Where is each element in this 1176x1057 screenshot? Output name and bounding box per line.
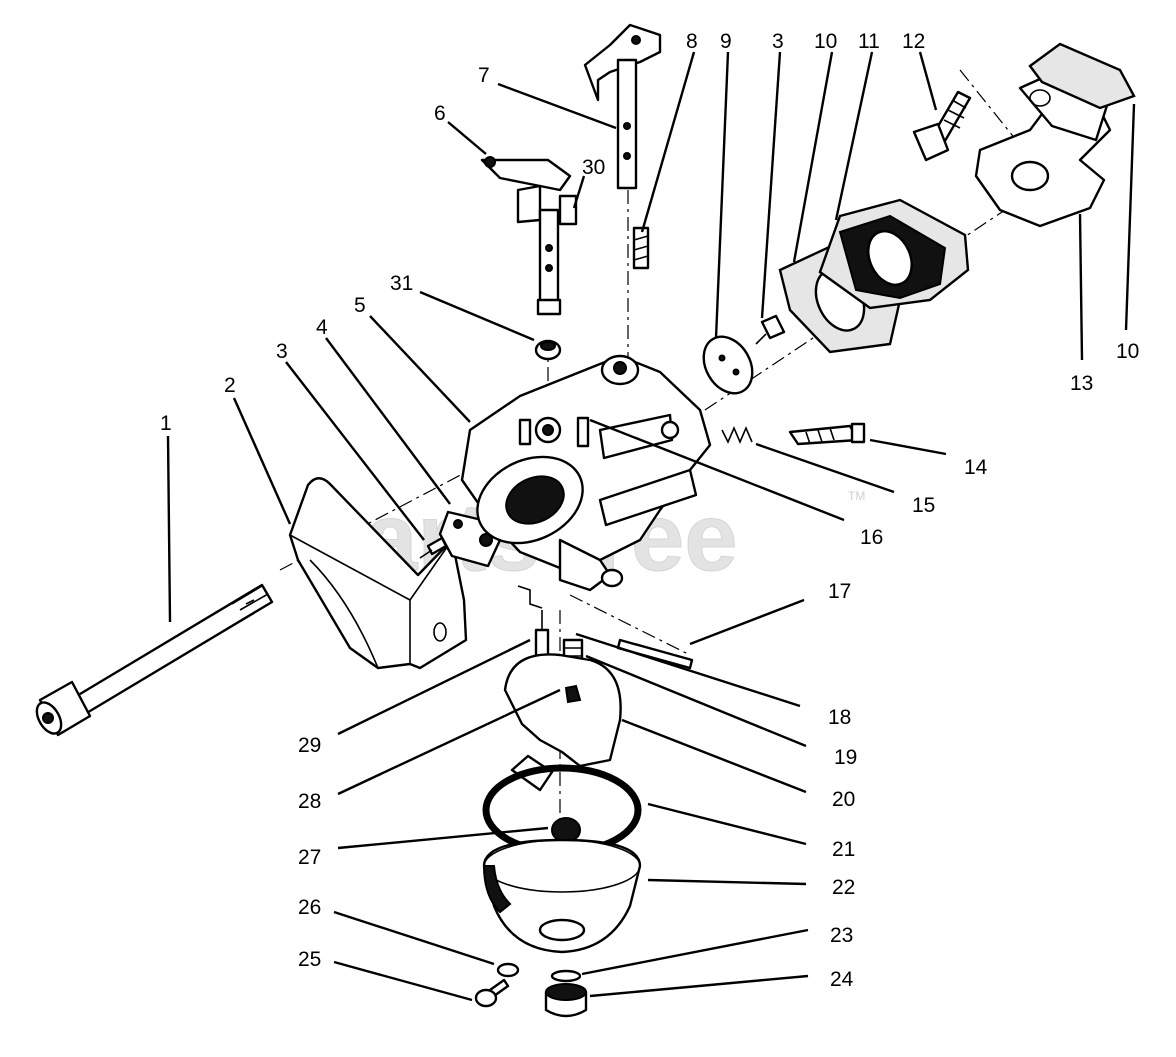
callout-22: 22 (832, 876, 855, 899)
part-6-choke-lever (480, 156, 572, 316)
part-15-spring (721, 425, 753, 445)
callout-13: 13 (1070, 372, 1093, 395)
part-31-bushing (534, 339, 562, 361)
part-14-idle-needle (788, 422, 866, 446)
callout-8: 8 (686, 30, 698, 53)
callout-12: 12 (902, 30, 925, 53)
part-25-screw (474, 978, 510, 1008)
callout-3-left: 3 (276, 340, 288, 363)
callout-30: 30 (582, 156, 605, 179)
part-2-bracket (288, 477, 468, 670)
part-3-screw-left (419, 536, 448, 559)
part-27-hinge (551, 817, 581, 843)
part-7-throttle-shaft (583, 23, 662, 190)
part-18-clip (517, 585, 543, 609)
part-24-bowl-nut (544, 983, 588, 1018)
part-10-gasket-right (1028, 42, 1136, 110)
callout-1: 1 (160, 412, 172, 435)
callout-4: 4 (316, 316, 328, 339)
callout-27: 27 (298, 846, 321, 869)
part-17-float-pin (616, 638, 694, 670)
callout-23: 23 (830, 924, 853, 947)
callout-20: 20 (832, 788, 855, 811)
callout-14: 14 (964, 456, 988, 479)
part-11-spacer (818, 198, 970, 310)
callout-7: 7 (478, 64, 490, 87)
part-22-float-bowl (482, 838, 642, 954)
part-5-carburetor-body (460, 354, 712, 592)
part-12-bolt (912, 90, 972, 162)
callout-15: 15 (912, 494, 935, 517)
callout-26: 26 (298, 896, 321, 919)
callout-25: 25 (298, 948, 321, 971)
callout-18: 18 (828, 706, 851, 729)
callout-9: 9 (720, 30, 732, 53)
callout-2: 2 (224, 374, 236, 397)
callouts: 1 2 3 4 5 6 7 8 9 3 10 11 12 13 10 14 15… (160, 30, 1139, 991)
callout-16: 16 (860, 526, 883, 549)
callout-19: 19 (834, 746, 857, 769)
callout-17: 17 (828, 580, 851, 603)
part-23-washer (550, 969, 582, 983)
part-9-throttle-plate (702, 335, 754, 395)
callout-6: 6 (434, 102, 446, 125)
part-30-spring (558, 194, 578, 226)
part-1-bolt (35, 583, 274, 737)
callout-10-right: 10 (1116, 340, 1139, 363)
part-8-screw (632, 226, 650, 270)
part-3-screw-right (755, 314, 786, 345)
callout-5: 5 (354, 294, 366, 317)
part-26-washer (496, 962, 520, 978)
watermark-trademark: TM (848, 489, 865, 503)
callout-3-right: 3 (772, 30, 784, 53)
callout-10-left: 10 (814, 30, 837, 53)
callout-24: 24 (830, 968, 854, 991)
leader-lines (166, 51, 1136, 1002)
callout-11: 11 (858, 30, 880, 53)
callout-31: 31 (390, 272, 413, 295)
callout-21: 21 (832, 838, 855, 861)
callout-28: 28 (298, 790, 321, 813)
callout-29: 29 (298, 734, 321, 757)
